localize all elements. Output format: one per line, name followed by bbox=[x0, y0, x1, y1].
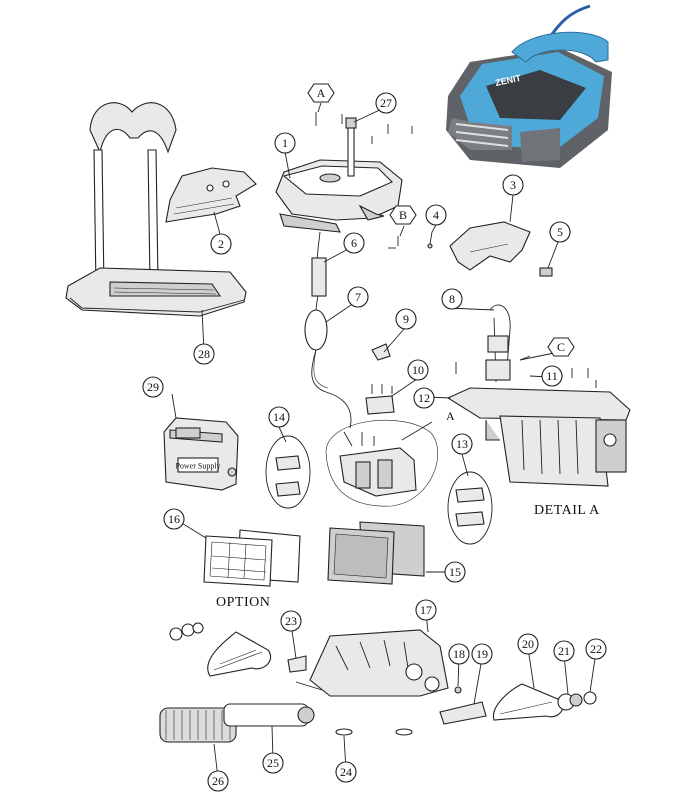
callout-20: 20 bbox=[517, 633, 539, 655]
svg-text:25: 25 bbox=[267, 756, 279, 770]
power-supply-label: Power Supply bbox=[175, 462, 220, 471]
part-14-foam-filters bbox=[265, 435, 311, 509]
callout-24: 24 bbox=[335, 761, 357, 783]
left-track bbox=[207, 631, 272, 677]
option-caption: OPTION bbox=[216, 595, 270, 610]
right-bearings bbox=[557, 691, 597, 711]
callout-23: 23 bbox=[280, 610, 302, 632]
svg-text:C: C bbox=[557, 340, 565, 354]
svg-text:15: 15 bbox=[449, 565, 461, 579]
svg-text:24: 24 bbox=[340, 765, 352, 779]
svg-text:4: 4 bbox=[433, 208, 439, 222]
marker-b: B bbox=[389, 205, 417, 225]
left-bearings bbox=[169, 622, 204, 641]
part-13-foam-filters bbox=[447, 471, 493, 545]
callout-3: 3 bbox=[502, 174, 524, 196]
part-3-handle-cover bbox=[449, 221, 531, 271]
callout-11: 11 bbox=[541, 365, 563, 387]
callout-22: 22 bbox=[585, 638, 607, 660]
caddy-stand bbox=[65, 102, 247, 317]
callout-16: 16 bbox=[163, 508, 185, 530]
callout-6: 6 bbox=[343, 232, 365, 254]
part-5-clip bbox=[539, 267, 553, 277]
callout-27: 27 bbox=[375, 92, 397, 114]
detail-a-assembly bbox=[446, 304, 631, 487]
callout-21: 21 bbox=[553, 640, 575, 662]
svg-text:16: 16 bbox=[168, 512, 180, 526]
svg-text:10: 10 bbox=[412, 363, 424, 377]
callout-7: 7 bbox=[347, 286, 369, 308]
callout-12: 12 bbox=[413, 387, 435, 409]
callout-8: 8 bbox=[441, 288, 463, 310]
svg-text:3: 3 bbox=[510, 178, 516, 192]
callout-10: 10 bbox=[407, 359, 429, 381]
callout-15: 15 bbox=[444, 561, 466, 583]
svg-text:27: 27 bbox=[380, 96, 392, 110]
part-4-screw bbox=[388, 231, 433, 249]
svg-text:28: 28 bbox=[198, 347, 210, 361]
part-15-filter bbox=[327, 521, 425, 585]
svg-text:7: 7 bbox=[355, 290, 361, 304]
svg-text:1: 1 bbox=[282, 136, 288, 150]
svg-text:9: 9 bbox=[403, 312, 409, 326]
callout-29: 29 bbox=[142, 376, 164, 398]
svg-text:26: 26 bbox=[212, 774, 224, 788]
detail-a-caption: DETAIL A bbox=[534, 503, 600, 518]
part-24-washers bbox=[335, 728, 413, 736]
callout-19: 19 bbox=[471, 643, 493, 665]
callout-13: 13 bbox=[451, 433, 473, 455]
callout-5: 5 bbox=[549, 221, 571, 243]
part-27-swivel bbox=[345, 117, 357, 177]
part-2-motor-cover bbox=[165, 167, 257, 223]
callout-9: 9 bbox=[395, 308, 417, 330]
marker-a: A bbox=[307, 83, 335, 103]
part-18-19-bracket bbox=[439, 686, 487, 725]
svg-text:5: 5 bbox=[557, 225, 563, 239]
svg-text:19: 19 bbox=[476, 647, 488, 661]
part-17-chassis bbox=[295, 629, 449, 697]
callout-26: 26 bbox=[207, 770, 229, 792]
svg-text:B: B bbox=[399, 208, 407, 222]
callout-18: 18 bbox=[448, 643, 470, 665]
svg-text:29: 29 bbox=[147, 380, 159, 394]
svg-text:23: 23 bbox=[285, 614, 297, 628]
screws-a bbox=[315, 112, 413, 144]
svg-text:20: 20 bbox=[522, 637, 534, 651]
svg-text:13: 13 bbox=[456, 437, 468, 451]
svg-text:22: 22 bbox=[590, 642, 602, 656]
svg-text:12: 12 bbox=[418, 391, 430, 405]
svg-text:11: 11 bbox=[546, 369, 558, 383]
callout-17: 17 bbox=[415, 599, 437, 621]
svg-text:18: 18 bbox=[453, 647, 465, 661]
floating-cable bbox=[304, 231, 352, 429]
callout-25: 25 bbox=[262, 752, 284, 774]
svg-text:14: 14 bbox=[273, 410, 285, 424]
svg-text:8: 8 bbox=[449, 292, 455, 306]
callout-2: 2 bbox=[210, 233, 232, 255]
callout-1: 1 bbox=[274, 132, 296, 154]
svg-text:A: A bbox=[317, 86, 326, 100]
callout-14: 14 bbox=[268, 406, 290, 428]
svg-text:6: 6 bbox=[351, 236, 357, 250]
svg-text:21: 21 bbox=[558, 644, 570, 658]
motor-block-small bbox=[325, 419, 438, 507]
callout-28: 28 bbox=[193, 343, 215, 365]
detail-a-marker: A bbox=[446, 409, 455, 423]
right-track bbox=[493, 683, 564, 721]
part-25-axle bbox=[223, 703, 315, 727]
part-1-top-cover bbox=[275, 159, 403, 233]
callout-4: 4 bbox=[425, 204, 447, 226]
robot-cleaner-photo: ZENIT bbox=[446, 4, 612, 168]
part-10-clip bbox=[365, 384, 395, 415]
svg-text:2: 2 bbox=[218, 237, 224, 251]
part-9-bracket bbox=[371, 343, 391, 361]
power-supply: Power Supply bbox=[163, 417, 239, 491]
part-23-bracket bbox=[287, 655, 307, 673]
svg-text:17: 17 bbox=[420, 603, 432, 617]
part-16-option-filter bbox=[203, 529, 301, 587]
marker-c: C bbox=[547, 337, 575, 357]
